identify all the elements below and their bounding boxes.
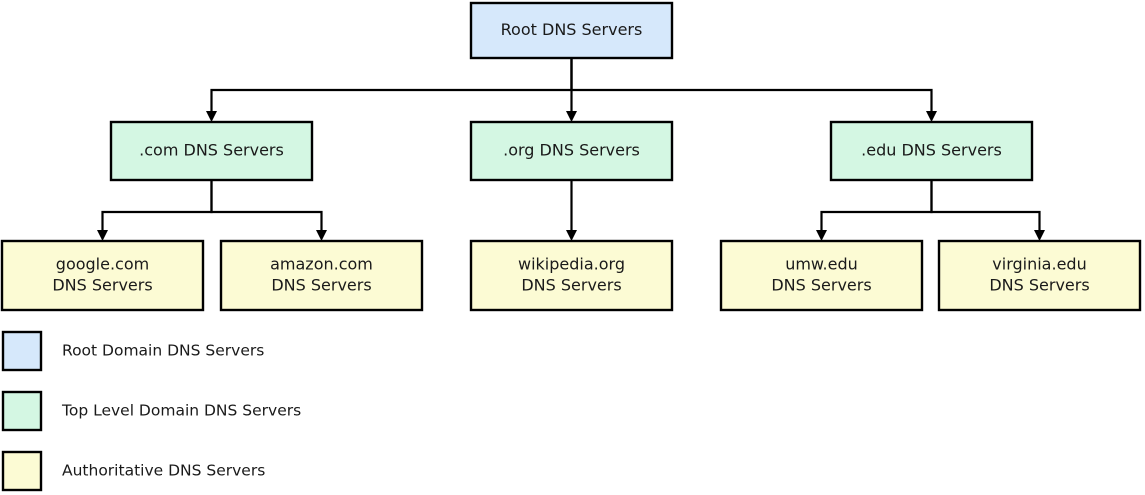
arrow-head	[926, 111, 937, 122]
edge-com-to-amazon	[210, 180, 327, 241]
edge-edu-to-virginia	[930, 180, 1045, 241]
node-box-umw[interactable]	[719, 239, 924, 312]
edge-edu-to-umw	[816, 180, 933, 241]
node-edu[interactable]: .edu DNS Servers	[829, 120, 1034, 182]
node-root[interactable]: Root DNS Servers	[469, 1, 674, 60]
legend-swatch-1	[1, 390, 43, 432]
edge-com-to-google	[97, 180, 213, 241]
node-label-virginia-line-1: DNS Servers	[989, 276, 1089, 295]
nodes-layer: Root DNS Servers .com DNS Servers .org DNS…	[0, 1, 1142, 312]
node-label-amazon-line-0: amazon.com	[270, 255, 373, 274]
arrow-head	[316, 230, 327, 241]
legend-item-0: Root Domain DNS Servers	[1, 330, 264, 372]
node-box-wikipedia[interactable]	[469, 239, 674, 312]
node-label-virginia-line-0: virginia.edu	[992, 255, 1086, 274]
node-box-org[interactable]	[469, 120, 674, 182]
connector-line	[570, 58, 933, 111]
legend-label-2: Authoritative DNS Servers	[62, 462, 265, 480]
edge-root-to-edu	[570, 58, 937, 122]
node-label-wikipedia-line-0: wikipedia.org	[518, 255, 625, 274]
arrow-head	[97, 230, 108, 241]
node-box-edu[interactable]	[829, 120, 1034, 182]
node-label-umw-line-1: DNS Servers	[771, 276, 871, 295]
node-label-edu-line-0: .edu DNS Servers	[861, 141, 1002, 160]
arrow-head	[566, 230, 577, 241]
legend-item-1: Top Level Domain DNS Servers	[1, 390, 301, 432]
node-box-amazon[interactable]	[219, 239, 424, 312]
node-box-root[interactable]	[469, 1, 674, 60]
arrow-head	[1034, 230, 1045, 241]
edges-layer	[97, 58, 1045, 241]
connector-line	[210, 58, 573, 111]
connector-line	[930, 180, 1041, 230]
legend-item-2: Authoritative DNS Servers	[1, 450, 265, 492]
node-box-virginia[interactable]	[937, 239, 1142, 312]
node-label-org-line-0: .org DNS Servers	[503, 141, 640, 160]
legend-label-1: Top Level Domain DNS Servers	[61, 402, 301, 420]
node-label-root-line-0: Root DNS Servers	[501, 20, 643, 39]
legend-swatch-2	[1, 450, 43, 492]
node-box-google[interactable]	[0, 239, 205, 312]
connector-line	[210, 180, 323, 230]
node-org[interactable]: .org DNS Servers	[469, 120, 674, 182]
legend-swatch-0	[1, 330, 43, 372]
node-label-google-line-0: google.com	[56, 255, 149, 274]
edge-org-to-wikipedia	[566, 180, 577, 241]
legend-label-0: Root Domain DNS Servers	[62, 342, 264, 360]
connector-line	[101, 180, 213, 230]
arrow-head	[816, 230, 827, 241]
node-com[interactable]: .com DNS Servers	[109, 120, 314, 182]
arrow-head	[566, 111, 577, 122]
node-box-com[interactable]	[109, 120, 314, 182]
node-label-com-line-0: .com DNS Servers	[139, 141, 284, 160]
node-label-google-line-1: DNS Servers	[52, 276, 152, 295]
node-label-umw-line-0: umw.edu	[785, 255, 858, 274]
node-label-amazon-line-1: DNS Servers	[271, 276, 371, 295]
edge-root-to-com	[206, 58, 573, 122]
arrow-head	[206, 111, 217, 122]
connector-line	[820, 180, 933, 230]
node-label-wikipedia-line-1: DNS Servers	[521, 276, 621, 295]
